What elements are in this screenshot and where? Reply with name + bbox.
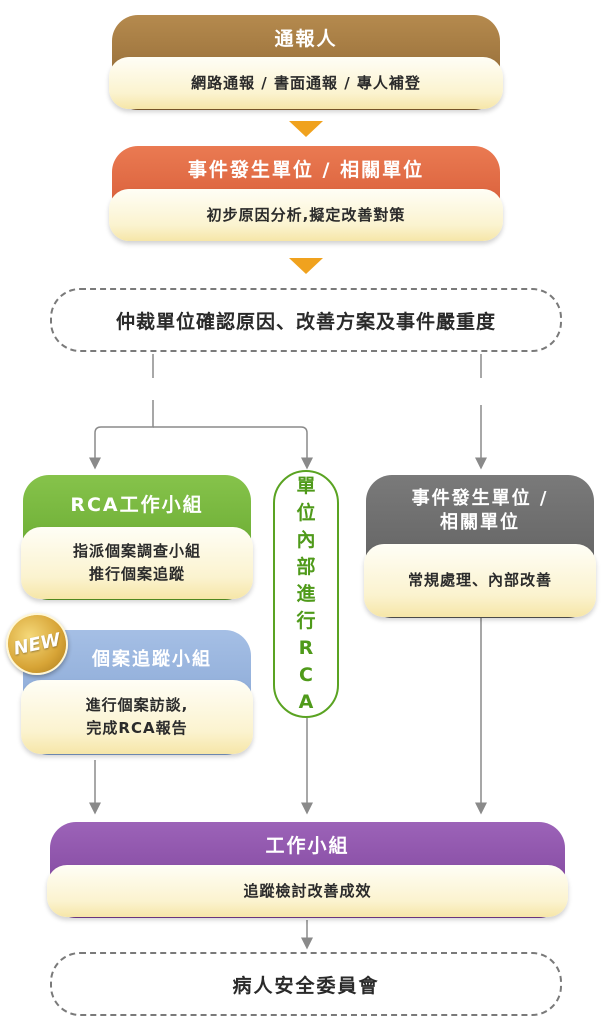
rca-group-action: 指派個案調查小組 推行個案追蹤	[21, 527, 253, 599]
internal-rca-char: 部	[296, 555, 316, 578]
reporter-methods: 網路通報 / 書面通報 / 專人補登	[109, 57, 503, 109]
event-unit-action: 初步原因分析,擬定改善對策	[109, 189, 503, 241]
internal-rca-char: C	[299, 663, 313, 686]
arbitration-box: 仲裁單位確認原因、改善方案及事件嚴重度	[50, 288, 562, 352]
internal-rca-box: 單 位 內 部 進 行 R C A	[273, 470, 339, 718]
event-unit-right-action: 常規處理、內部改善	[364, 544, 596, 617]
rca-group-title: RCA工作小組	[70, 494, 204, 516]
work-group-title: 工作小組	[265, 835, 350, 857]
rca-group-box: RCA工作小組 指派個案調查小組 推行個案追蹤	[21, 475, 253, 600]
rca-group-line2: 推行個案追蹤	[88, 565, 185, 583]
internal-rca-char: 行	[296, 609, 316, 632]
event-unit-right-title-line1: 事件發生單位 /	[411, 488, 549, 509]
committee-box: 病人安全委員會	[50, 952, 562, 1016]
internal-rca-char: R	[298, 636, 314, 659]
tracking-group-title: 個案追蹤小組	[92, 649, 212, 670]
work-group-action: 追蹤檢討改善成效	[47, 865, 568, 917]
rca-group-line1: 指派個案調查小組	[72, 542, 201, 560]
tracking-group-action: 進行個案訪談, 完成RCA報告	[21, 680, 253, 754]
work-group-box: 工作小組 追蹤檢討改善成效	[47, 822, 568, 918]
event-unit-box: 事件發生單位 / 相關單位 初步原因分析,擬定改善對策	[109, 146, 503, 241]
event-unit-title: 事件發生單位 / 相關單位	[187, 159, 425, 181]
internal-rca-char: 進	[296, 582, 316, 605]
arrow-down-1	[289, 121, 323, 137]
internal-rca-char: A	[298, 690, 314, 713]
connector-branch-right	[153, 426, 313, 470]
internal-rca-char: 位	[296, 501, 316, 524]
tracking-group-line2: 完成RCA報告	[86, 719, 188, 737]
internal-rca-char: 單	[296, 474, 316, 497]
event-unit-right-box: 事件發生單位 / 相關單位 常規處理、內部改善	[364, 475, 596, 618]
arrow-down-2	[289, 258, 323, 274]
event-unit-right-title-line2: 相關單位	[440, 512, 520, 533]
connector-branch	[89, 400, 154, 470]
tracking-group-box: 個案追蹤小組 進行個案訪談, 完成RCA報告	[21, 630, 253, 755]
reporter-title: 通報人	[274, 28, 338, 50]
tracking-group-line1: 進行個案訪談,	[85, 696, 189, 714]
internal-rca-char: 內	[296, 528, 316, 551]
event-unit-right-title: 事件發生單位 / 相關單位	[366, 487, 594, 535]
reporter-box: 通報人 網路通報 / 書面通報 / 專人補登	[109, 15, 503, 110]
